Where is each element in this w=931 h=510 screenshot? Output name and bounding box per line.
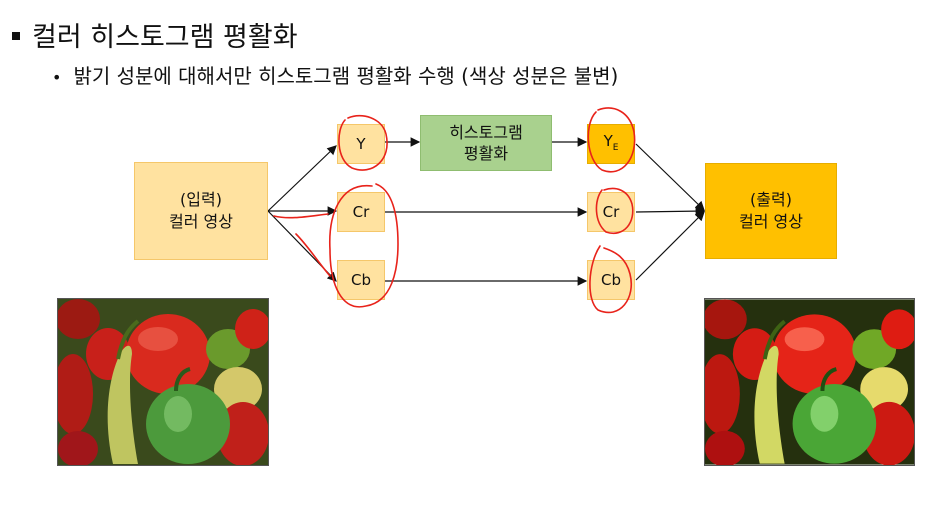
slide-title: 컬러 히스토그램 평활화 [12, 20, 298, 56]
arrow-cr-to-output [635, 206, 706, 216]
peppers-image-equalized [705, 299, 914, 465]
channel-ye-label: YE [604, 130, 619, 159]
channel-ye-box: YE [587, 124, 635, 164]
channel-ye-subscript: E [612, 142, 619, 153]
channel-cr-out-label: Cr [602, 203, 620, 221]
input-color-image-box: (입력) 컬러 영상 [134, 162, 268, 260]
output-peppers-image [704, 298, 915, 466]
input-peppers-image [57, 298, 269, 466]
slide-subtitle-text: 밝기 성분에 대해서만 히스토그램 평활화 수행 (색상 성분은 불변) [73, 64, 619, 88]
input-box-label-2: 컬러 영상 [169, 212, 233, 231]
channel-y-label: Y [356, 135, 366, 153]
output-color-image-box: (출력) 컬러 영상 [705, 163, 837, 259]
channel-cb-box: Cb [337, 260, 385, 300]
channel-cb-out-label: Cb [601, 271, 621, 289]
arrow-cb-to-output [635, 211, 705, 281]
channel-cr-label: Cr [352, 203, 370, 221]
output-box-label-2: 컬러 영상 [739, 212, 803, 231]
peppers-image [58, 299, 268, 465]
channel-ye-main: Y [603, 131, 613, 150]
channel-cr-out-box: Cr [587, 192, 635, 232]
input-box-label-1: (입력) [180, 190, 222, 209]
channel-y-box: Y [337, 124, 385, 164]
equalize-label-2: 평활화 [463, 144, 509, 163]
channel-cb-out-box: Cb [587, 260, 635, 300]
channel-cr-box: Cr [337, 192, 385, 232]
bullet-dot-icon: • [52, 68, 62, 87]
arrow-ye-to-output [635, 143, 705, 211]
output-box-label-1: (출력) [750, 190, 792, 209]
slide-subtitle: • 밝기 성분에 대해서만 히스토그램 평활화 수행 (색상 성분은 불변) [52, 62, 618, 92]
channel-cb-label: Cb [351, 271, 371, 289]
equalize-label-1: 히스토그램 [449, 123, 523, 142]
slide-title-text: 컬러 히스토그램 평활화 [32, 22, 298, 53]
arrow-input-to-y [267, 145, 337, 212]
bullet-square-icon [12, 31, 20, 40]
arrow-input-to-cb [267, 210, 337, 282]
histogram-equalization-box: 히스토그램 평활화 [420, 115, 552, 171]
